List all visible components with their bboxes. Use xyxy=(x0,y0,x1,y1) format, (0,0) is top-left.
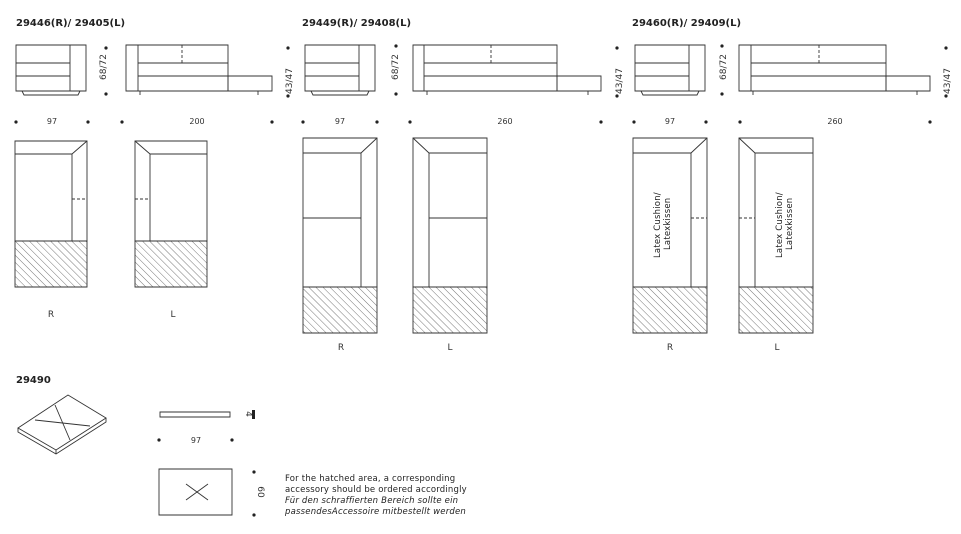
dim-marker xyxy=(104,46,108,50)
dim-marker xyxy=(86,120,90,124)
dim-marker xyxy=(286,94,290,98)
group-2-width-left: 260 xyxy=(497,117,512,126)
group-1-seat-height: 43/47 xyxy=(285,68,295,94)
group-3-elevation-right xyxy=(635,45,705,95)
group-1-label-left: L xyxy=(170,310,175,320)
group-3-cushion-left-line2: Latexkissen xyxy=(785,198,795,250)
dim-marker xyxy=(615,46,619,50)
group-3-cushion-left-line1: Latex Cushion/ xyxy=(775,192,785,258)
note-line-4: passendesAccessoire mitbestellt werden xyxy=(284,507,466,517)
group-3-label-left: L xyxy=(774,343,779,353)
group-1-elevation-left xyxy=(126,45,272,95)
dim-marker xyxy=(599,120,603,124)
dim-marker xyxy=(157,438,161,442)
group-1-elevation-right xyxy=(16,45,86,95)
group-2-width-right: 97 xyxy=(335,117,345,126)
group-2-elevation-left xyxy=(413,45,601,95)
dim-marker xyxy=(394,44,398,48)
group-1-width-right: 97 xyxy=(47,117,57,126)
dim-marker xyxy=(286,46,290,50)
group-3-elevation-left xyxy=(739,45,930,95)
dim-marker xyxy=(720,92,724,96)
group-3-plan-left xyxy=(739,138,813,333)
dim-marker xyxy=(120,120,124,124)
dim-marker xyxy=(928,120,932,124)
dim-marker xyxy=(270,120,274,124)
group-3-seat-height: 43/47 xyxy=(943,68,953,94)
dim-marker xyxy=(738,120,742,124)
dim-marker xyxy=(375,120,379,124)
group-2-height: 68/72 xyxy=(391,54,401,80)
group-2-label-right: R xyxy=(338,343,344,353)
group-1-height: 68/72 xyxy=(99,54,109,80)
dim-marker xyxy=(704,120,708,124)
note-line-3: Für den schraffierten Bereich sollte ein xyxy=(285,496,458,506)
group-1: 29446(R)/ 29405(L) 68/72 43/47 xyxy=(14,18,295,320)
group-2-elevation-right xyxy=(305,45,375,95)
dim-marker xyxy=(230,438,234,442)
group-3-label-right: R xyxy=(667,343,673,353)
group-3-cushion-right-line2: Latexkissen xyxy=(663,198,673,250)
group-3-code: 29460(R)/ 29409(L) xyxy=(632,18,741,29)
dim-marker xyxy=(944,46,948,50)
group-3: 29460(R)/ 29409(L) 68/72 43/47 97 xyxy=(632,18,953,353)
dim-marker xyxy=(14,120,18,124)
group-3-cushion-right-line1: Latex Cushion/ xyxy=(653,192,663,258)
group-2-seat-height: 43/47 xyxy=(615,68,625,94)
group-1-plan-left xyxy=(135,141,207,287)
group-2-plan-right xyxy=(303,138,377,333)
dim-marker xyxy=(615,94,619,98)
accessory-thickness: 4 xyxy=(243,411,253,417)
dim-marker xyxy=(394,92,398,96)
group-1-code: 29446(R)/ 29405(L) xyxy=(16,18,125,29)
group-1-width-left: 200 xyxy=(189,117,204,126)
group-2-plan-left xyxy=(413,138,487,333)
group-3-width-left: 260 xyxy=(827,117,842,126)
dim-marker xyxy=(632,120,636,124)
accessory-depth: 60 xyxy=(255,486,265,498)
note-line-2: accessory should be ordered accordingly xyxy=(285,485,467,495)
dim-marker xyxy=(944,94,948,98)
dim-marker xyxy=(252,470,256,474)
group-3-width-right: 97 xyxy=(665,117,675,126)
dim-marker xyxy=(720,44,724,48)
accessory-side-view xyxy=(160,412,230,417)
dim-marker xyxy=(252,410,255,419)
group-2: 29449(R)/ 29408(L) 68/72 43/47 97 xyxy=(301,18,625,353)
group-2-code: 29449(R)/ 29408(L) xyxy=(302,18,411,29)
group-1-label-right: R xyxy=(48,310,54,320)
accessory-width: 97 xyxy=(191,436,201,445)
accessory-top-view xyxy=(159,469,232,515)
accessory: 29490 4 97 60 xyxy=(16,375,265,517)
accessory-isometric xyxy=(18,395,106,454)
dim-marker xyxy=(104,92,108,96)
note-line-1: For the hatched area, a corresponding xyxy=(285,474,455,484)
accessory-code: 29490 xyxy=(16,375,51,386)
group-1-plan-right xyxy=(15,141,87,287)
dim-marker xyxy=(301,120,305,124)
group-2-label-left: L xyxy=(447,343,452,353)
group-3-height: 68/72 xyxy=(719,54,729,80)
group-3-plan-right xyxy=(633,138,707,333)
dim-marker xyxy=(408,120,412,124)
dim-marker xyxy=(252,513,256,517)
hatch-note: For the hatched area, a corresponding ac… xyxy=(284,474,467,517)
